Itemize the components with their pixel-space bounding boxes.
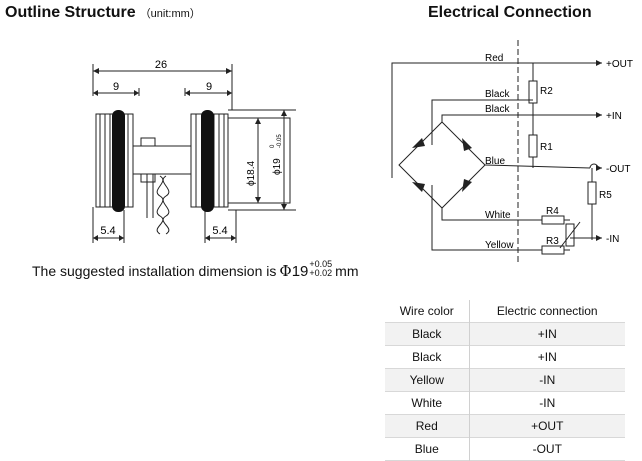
bridge-element: [462, 179, 472, 192]
table-cell-color: Red: [385, 414, 470, 438]
table-row: Yellow -IN: [385, 368, 625, 392]
dim-outer-dia-label: ϕ19: [272, 158, 283, 175]
install-tol-upper: +0.05: [309, 259, 333, 270]
bridge-element: [412, 138, 425, 148]
table-header-electric-connection: Electric connection: [496, 304, 598, 318]
table-cell-connection: -IN: [539, 396, 556, 410]
right-flange-outline: [190, 113, 229, 208]
install-tolerance: +0.05+0.02: [309, 260, 332, 278]
dim-outer-tol-lower: -0.05: [277, 134, 283, 148]
dim-left-bottom-label: 5.4: [100, 225, 115, 237]
wire-white: [441, 208, 542, 221]
table-row: Red +OUT: [385, 414, 625, 438]
connector-tab-top: [140, 137, 156, 147]
install-unit: mm: [335, 263, 359, 279]
label-red: Red: [485, 53, 503, 64]
install-value: 19: [291, 263, 309, 280]
right-o-ring: [201, 110, 214, 212]
label-r1: R1: [540, 142, 553, 153]
wire-yellow: [431, 185, 542, 251]
wire-red: [391, 62, 602, 178]
outline-structure-title: Outline Structure（unit:mm）: [5, 4, 201, 22]
dim-total-label: 26: [155, 59, 167, 71]
resistor-r5: [587, 181, 597, 205]
label-r3: R3: [546, 236, 559, 247]
table-cell-color: Black: [385, 322, 470, 346]
dim-right-label: 9: [206, 81, 212, 93]
label-yellow: Yellow: [485, 240, 514, 251]
label-r4: R4: [546, 206, 559, 217]
connector-tab-bottom: [140, 173, 156, 183]
table-row: White -IN: [385, 391, 625, 415]
label-blue: Blue: [485, 156, 505, 167]
right-body: [228, 117, 291, 204]
dim-left-label: 9: [113, 81, 119, 93]
table-row: Black +IN: [385, 345, 625, 369]
wire-blue: [484, 164, 591, 169]
bridge-element: [462, 138, 472, 151]
terminal-plus-out: +OUT: [606, 59, 633, 70]
wire-connection-table: Wire color Electric connection Black +IN…: [385, 300, 625, 461]
dim-right-bottom-label: 5.4: [212, 225, 227, 237]
left-o-ring: [112, 110, 125, 212]
table-cell-connection: +OUT: [531, 419, 564, 433]
install-phi: Φ: [279, 262, 292, 280]
outline-unit: （unit:mm）: [139, 8, 201, 20]
table-cell-connection: -IN: [539, 373, 556, 387]
dim-outer-tol-upper: 0: [270, 144, 276, 148]
table-row: Black +IN: [385, 322, 625, 346]
bridge-element: [412, 182, 425, 192]
table-cell-connection: +IN: [537, 350, 557, 364]
table-cell-color: Blue: [385, 437, 470, 461]
terminal-plus-in: +IN: [606, 111, 622, 122]
wire-black-2: [441, 114, 602, 122]
twisted-wire: [156, 175, 164, 235]
terminal-minus-in: -IN: [606, 234, 619, 245]
install-tol-lower: +0.02: [309, 268, 333, 279]
dim-inner-dia-label: ϕ18.4: [246, 160, 257, 186]
label-r5: R5: [599, 190, 612, 201]
resistor-r1: [528, 134, 538, 158]
label-white: White: [485, 210, 511, 221]
table-cell-color: White: [385, 391, 470, 415]
electrical-connection-title: Electrical Connection: [428, 4, 592, 21]
table-cell-color: Yellow: [385, 368, 470, 392]
terminal-minus-out: -OUT: [606, 164, 630, 175]
table-header-wire-color: Wire color: [385, 300, 470, 323]
outline-title-text: Outline Structure: [5, 4, 136, 21]
outline-drawing: 26 9 9 5.4 5.4 ϕ18.4 ϕ19 0 -0.05: [92, 59, 296, 243]
center-body: [133, 145, 191, 175]
electrical-schematic: Red Black Black Blue White Yellow R2 R1 …: [391, 40, 633, 262]
label-black-2: Black: [485, 104, 510, 115]
table-cell-connection: -OUT: [532, 442, 562, 456]
bridge-outline: [398, 121, 486, 209]
table-cell-connection: +IN: [537, 327, 557, 341]
label-r2: R2: [540, 86, 553, 97]
install-text: The suggested installation dimension is: [32, 263, 277, 279]
label-black-1: Black: [485, 89, 510, 100]
table-cell-color: Black: [385, 345, 470, 369]
wire-black-1: [431, 99, 533, 145]
resistor-r4: [541, 215, 565, 225]
variable-resistor: [565, 223, 575, 247]
table-row: Blue -OUT: [385, 437, 625, 461]
